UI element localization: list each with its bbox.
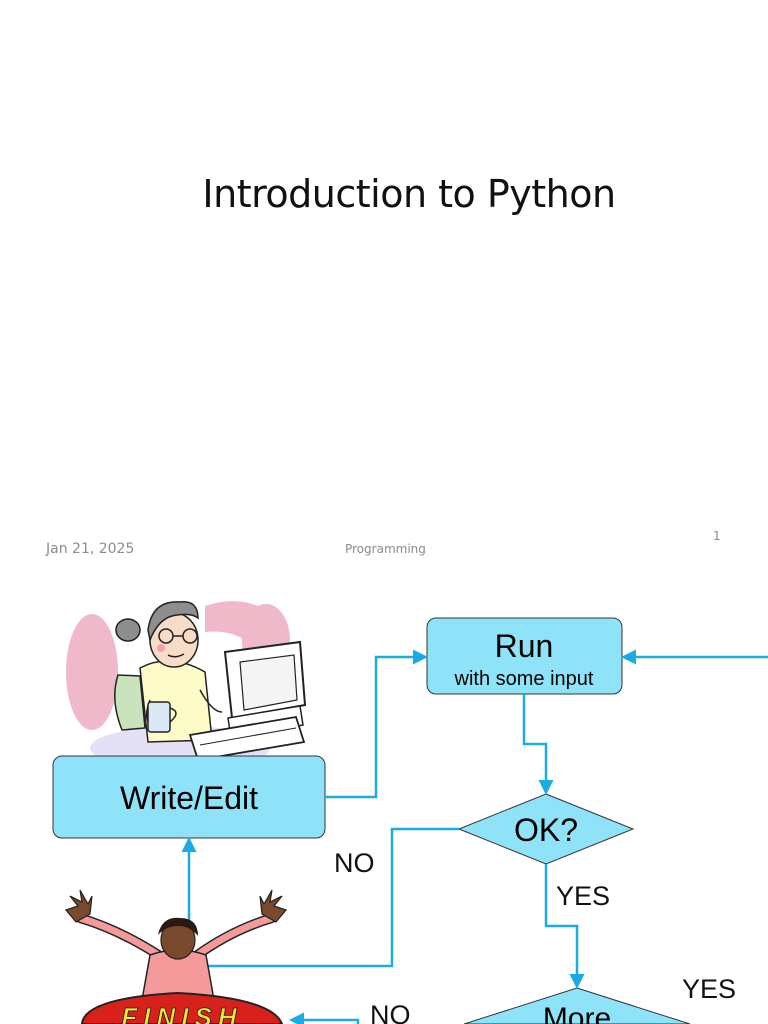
more-label: More xyxy=(543,1002,611,1024)
label-yes-ok: YES xyxy=(556,881,610,911)
edge-ok-yes xyxy=(544,864,585,989)
footer-center: Programming xyxy=(345,542,426,556)
programmer-clipart xyxy=(66,601,307,770)
run-sublabel: with some input xyxy=(454,668,594,690)
ok-label: OK? xyxy=(514,812,578,848)
footer-date: Jan 21, 2025 xyxy=(46,541,135,557)
page-number: 1 xyxy=(713,529,721,543)
label-no-more: NO xyxy=(370,1000,411,1024)
edge-more-no xyxy=(289,1012,360,1024)
run-node: Run with some input xyxy=(426,617,623,695)
edge-ok-no xyxy=(181,827,459,968)
label-no-ok: NO xyxy=(334,848,375,878)
run-label: Run xyxy=(495,628,554,664)
edge-run-to-ok xyxy=(522,694,554,795)
edge-write-to-run xyxy=(325,649,428,799)
label-yes-more: YES xyxy=(682,974,736,1004)
write-edit-node: Write/Edit xyxy=(52,755,326,839)
more-decision-node: More xyxy=(463,987,691,1024)
connectors xyxy=(181,649,768,1024)
write-edit-label: Write/Edit xyxy=(120,780,258,816)
ok-decision-node: OK? xyxy=(457,793,635,865)
finish-banner-text: FINISH xyxy=(121,1002,242,1024)
finish-clipart: FINISH xyxy=(64,889,288,1024)
slide-title: Introduction to Python xyxy=(202,172,616,216)
